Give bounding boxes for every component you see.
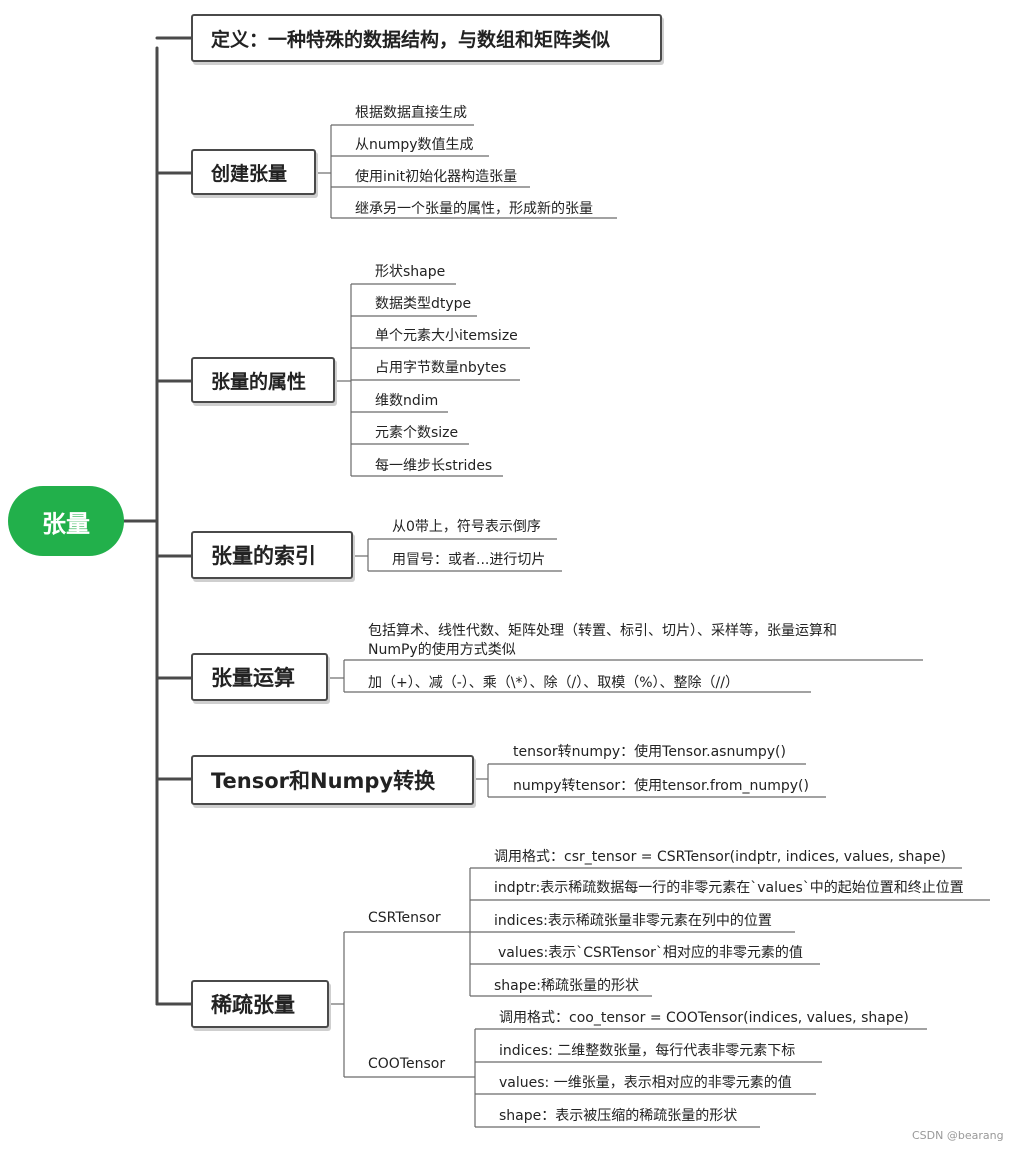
subgroup-cootensor: COOTensor	[368, 1056, 446, 1072]
leaf-csr-shape: shape:稀疏张量的形状	[494, 978, 639, 994]
leaf-ops-description-cont: NumPy的使用方式类似	[368, 642, 516, 658]
leaf-create-from-data: 根据数据直接生成	[355, 105, 467, 121]
leaf-coo-call-format: 调用格式：coo_tensor = COOTensor(indices, val…	[499, 1010, 909, 1026]
leaf-create-inherit: 继承另一个张量的属性，形成新的张量	[355, 201, 593, 217]
leaf-ops-description: 包括算术、线性代数、矩阵处理（转置、标引、切片）、采样等，张量运算和	[368, 623, 837, 639]
leaf-coo-shape: shape：表示被压缩的稀疏张量的形状	[499, 1108, 738, 1124]
branch-tensor-attributes: 张量的属性	[191, 357, 335, 403]
leaf-attr-strides: 每一维步长strides	[375, 458, 493, 474]
leaf-numpy-to-tensor: numpy转tensor：使用tensor.from_numpy()	[513, 778, 809, 794]
branch-create-tensor: 创建张量	[191, 149, 316, 195]
leaf-csr-values: values:表示`CSRTensor`相对应的非零元素的值	[498, 945, 803, 961]
leaf-csr-call-format: 调用格式：csr_tensor = CSRTensor(indptr, indi…	[494, 849, 946, 865]
branch-tensor-indexing: 张量的索引	[191, 531, 353, 579]
leaf-attr-size: 元素个数size	[375, 425, 459, 441]
leaf-attr-shape: 形状shape	[375, 264, 446, 280]
root-node: 张量	[8, 486, 124, 556]
leaf-coo-values: values: 一维张量，表示相对应的非零元素的值	[499, 1075, 792, 1091]
leaf-ops-arithmetic: 加（+）、减（-）、乘（\*）、除（/）、取模（%）、整除（//）	[368, 675, 739, 691]
branch-sparse-tensor: 稀疏张量	[191, 980, 329, 1028]
leaf-csr-indices: indices:表示稀疏张量非零元素在列中的位置	[494, 913, 772, 929]
definition-node: 定义：一种特殊的数据结构，与数组和矩阵类似	[191, 14, 662, 62]
leaf-attr-nbytes: 占用字节数量nbytes	[375, 360, 507, 376]
leaf-attr-itemsize: 单个元素大小itemsize	[375, 328, 518, 344]
watermark: CSDN @bearang	[912, 1129, 1004, 1142]
leaf-attr-ndim: 维数ndim	[375, 393, 439, 409]
leaf-index-from-zero: 从0带上，符号表示倒序	[392, 519, 541, 535]
leaf-index-slicing: 用冒号：或者...进行切片	[392, 552, 546, 568]
subgroup-csrtensor: CSRTensor	[368, 910, 441, 926]
leaf-attr-dtype: 数据类型dtype	[375, 296, 472, 312]
leaf-create-from-numpy: 从numpy数值生成	[355, 137, 474, 153]
leaf-tensor-to-numpy: tensor转numpy：使用Tensor.asnumpy()	[513, 744, 786, 760]
leaf-coo-indices: indices: 二维整数张量，每行代表非零元素下标	[499, 1043, 796, 1059]
branch-tensor-operations: 张量运算	[191, 653, 328, 701]
branch-tensor-numpy-conversion: Tensor和Numpy转换	[191, 755, 474, 805]
leaf-csr-indptr: indptr:表示稀疏数据每一行的非零元素在`values`中的起始位置和终止位…	[494, 880, 964, 896]
leaf-create-from-init: 使用init初始化器构造张量	[355, 169, 518, 185]
